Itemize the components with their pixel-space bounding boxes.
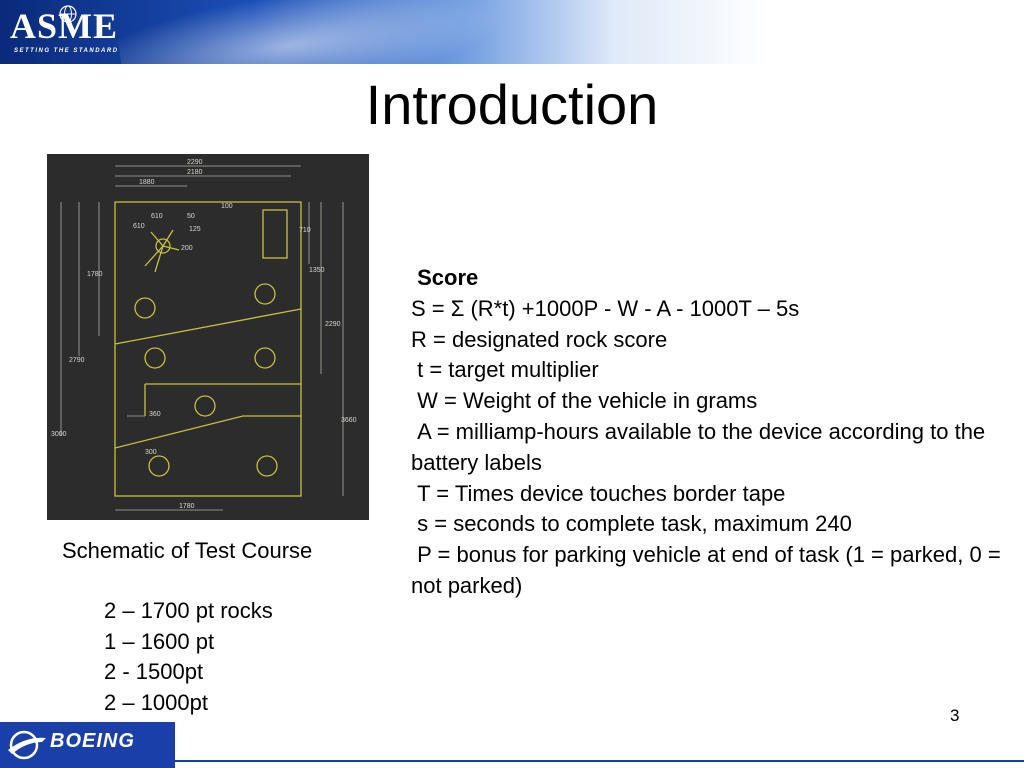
dim-label: 1780: [179, 503, 195, 510]
page-number: 3: [950, 706, 960, 725]
dim-label: 2290: [325, 321, 341, 328]
dim-label: 1780: [87, 271, 103, 278]
asme-tagline: SETTING THE STANDARD: [14, 48, 119, 54]
score-line: R = designated rock score: [411, 326, 668, 352]
figure-caption: Schematic of Test Course: [62, 538, 313, 563]
list-item: 2 - 1500pt: [104, 659, 204, 684]
score-line: t = target multiplier: [411, 357, 599, 383]
score-line: A = milliamp-hours available to the devi…: [411, 418, 992, 475]
score-line: P = bonus for parking vehicle at end of …: [411, 542, 1007, 598]
test-course-schematic: 2290 2180 1880 100 610 610 50 125 200 71…: [47, 154, 369, 520]
dim-label: 100: [221, 203, 233, 210]
dim-label: 360: [149, 411, 161, 418]
schematic-drawing: 2290 2180 1880 100 610 610 50 125 200 71…: [51, 159, 357, 511]
score-line: T = Times device touches border tape: [411, 480, 786, 506]
slide-title: Introduction: [365, 73, 659, 136]
start-box: [262, 209, 288, 259]
dim-label: 200: [181, 245, 193, 252]
score-line: W = Weight of the vehicle in grams: [411, 388, 758, 414]
target-circle: [194, 395, 216, 417]
dim-label: 50: [187, 213, 195, 220]
dim-label: 3000: [51, 431, 67, 438]
dim-label: 2180: [187, 169, 203, 176]
target-circle: [144, 347, 166, 369]
dim-label: 610: [133, 223, 145, 230]
divider-upper: [114, 308, 302, 345]
globe-icon: [59, 5, 77, 23]
header-band: ASME SETTING THE STANDARD: [0, 0, 1024, 64]
dim-label: 2290: [187, 159, 203, 166]
target-circle: [256, 455, 278, 477]
dim-label: 1880: [139, 179, 155, 186]
dim-label: 610: [151, 213, 163, 220]
score-line: S = Σ (R*t) +1000P - W - A - 1000T – 5s: [411, 295, 800, 321]
starburst: [155, 238, 171, 254]
boeing-logo-text: BOEING: [50, 730, 135, 752]
score-block: Score S = Σ (R*t) +1000P - W - A - 1000T…: [411, 263, 1015, 602]
list-item: 2 – 1700 pt rocks: [104, 598, 273, 623]
target-circle: [148, 455, 170, 477]
list-item: 1 – 1600 pt: [104, 628, 215, 654]
dim-label: 710: [299, 227, 311, 234]
boeing-symbol-icon: [8, 730, 46, 760]
rock-list: 2 – 1700 pt rocks 1 – 1600 pt 2 - 1500pt…: [104, 596, 273, 718]
dim-label: 300: [145, 449, 157, 456]
target-circle: [254, 347, 276, 369]
list-item: 2 – 1000pt: [104, 689, 208, 715]
score-line: s = seconds to complete task, maximum 24…: [411, 511, 852, 537]
target-circle: [254, 283, 276, 305]
asme-logo: ASME SETTING THE STANDARD: [6, 4, 132, 60]
dim-label: 3660: [341, 417, 357, 424]
course-boundary: [114, 201, 302, 497]
dim-label: 1350: [309, 267, 325, 274]
boeing-logo: BOEING: [0, 722, 175, 768]
divider-lower: [114, 415, 301, 449]
dim-label: 125: [189, 226, 201, 233]
target-circle: [134, 297, 156, 319]
score-heading: Score: [417, 265, 479, 290]
header-streak: [113, 0, 547, 64]
dim-label: 2790: [69, 357, 85, 364]
footer-rule: [175, 760, 1024, 762]
